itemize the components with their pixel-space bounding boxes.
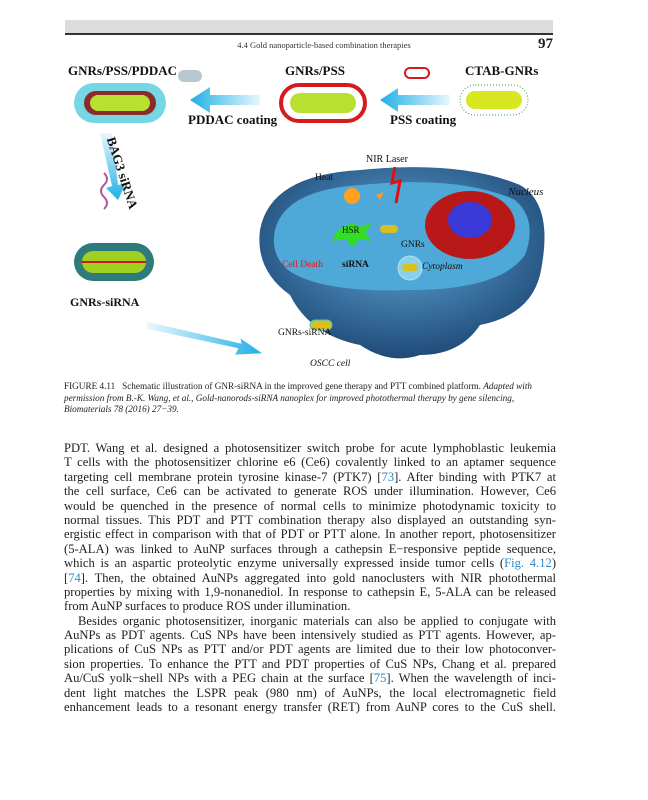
nucleus	[448, 202, 492, 238]
label-cytoplasm: Cytoplasm	[422, 262, 463, 272]
arrow-down-icon	[100, 133, 126, 200]
text-line: targeting cell membrane protein tyrosine…	[64, 470, 556, 484]
caption-text: Schematic illustration of GNR-siRNA in t…	[122, 381, 481, 391]
text-segment: Au/CuS yolk−shell NPs with a PEG chain a…	[64, 671, 374, 686]
caption-credit: Adapted with permission from B.-K. Wang,…	[64, 381, 532, 414]
label-pddac-coating: PDDAC coating	[188, 112, 278, 127]
text-segment: ]. Then, the obtained AuNPs aggregated i…	[80, 570, 556, 585]
figure-caption: FIGURE 4.11 Schematic illustration of GN…	[64, 381, 556, 416]
text-line: PDT. Wang et al. designed a photosensiti…	[64, 441, 556, 455]
text-segment: ]. When the wavelength of inci-	[386, 671, 557, 686]
figure-4-11: GNRs/PSS/PDDAC GNRs/PSS CTAB-GNRs PDDAC …	[60, 55, 560, 375]
label-ctab-gnrs: CTAB-GNRs	[465, 63, 539, 78]
text-line: ergistic effect in comparison with that …	[64, 527, 556, 541]
text-line: AuNPs as PDT agents. CuS NPs have been i…	[64, 628, 556, 642]
arrow-left-icon	[380, 88, 450, 112]
gnrs-sirna-rod	[74, 243, 154, 281]
label-cell-death: Cell Death	[282, 260, 323, 270]
laser-bolt-icon	[390, 166, 402, 204]
text-segment: ]. After binding with PTK7 at	[394, 469, 556, 484]
gnrs-pss-pddac-rod	[74, 83, 166, 123]
text-segment: dent light matches the LSPR peak (980 nm…	[64, 685, 556, 700]
body-text: PDT. Wang et al. designed a photosensiti…	[64, 441, 556, 714]
figure-illustration	[74, 67, 545, 359]
label-gnrs-pss: GNRs/PSS	[285, 63, 345, 78]
citation-link[interactable]: 74	[68, 570, 81, 585]
text-line: from AuNP surfaces to produce ROS under …	[64, 599, 556, 613]
text-segment: targeting cell membrane protein tyrosine…	[64, 469, 382, 484]
heat-flame-icon	[344, 188, 360, 204]
text-segment: properties by mixing with 1,9-nonanediol…	[64, 584, 556, 599]
label-gnrs-pss-pddac: GNRs/PSS/PDDAC	[68, 63, 178, 78]
text-line: normal tissues. This PDT and PTT combina…	[64, 513, 556, 527]
text-line: sion properties. To enhance the PTT and …	[64, 657, 556, 671]
running-title: 4.4 Gold nanoparticle-based combination …	[237, 40, 411, 50]
text-segment: plications of CuS NPs as PTT and/or PDT …	[64, 642, 556, 657]
oscc-cell	[259, 166, 545, 359]
label-gnrs: GNRs	[401, 240, 425, 250]
text-segment: PDT. Wang et al. designed a photosensiti…	[64, 441, 556, 455]
text-line: (5-ALA) was linked to AuNP surfaces thro…	[64, 542, 556, 556]
pss-polymer-icon	[404, 67, 430, 79]
text-segment: Besides organic photosensitizer, inorgan…	[78, 613, 556, 628]
label-gnrs-sirna: GNRs-siRNA	[70, 295, 140, 309]
text-line: [74]. Then, the obtained AuNPs aggregate…	[64, 571, 556, 585]
label-gnrs-sirna-cell: GNRs-siRNA	[278, 328, 332, 338]
text-segment: normal tissues. This PDT and PTT combina…	[64, 512, 556, 527]
text-segment: from AuNP surfaces to produce ROS under …	[64, 599, 351, 614]
text-line: Au/CuS yolk−shell NPs with a PEG chain a…	[64, 671, 556, 685]
fire-icon	[376, 192, 384, 200]
label-heat: Heat	[315, 173, 333, 183]
text-line: properties by mixing with 1,9-nonanediol…	[64, 585, 556, 599]
text-segment: would be quenched in the presence of nor…	[64, 498, 556, 513]
text-line: would be quenched in the presence of nor…	[64, 499, 556, 513]
text-line: plications of CuS NPs as PTT and/or PDT …	[64, 642, 556, 656]
arrow-left-icon	[190, 87, 260, 113]
hsr-burst	[332, 223, 372, 247]
text-segment: enhancement leads to a resonant energy t…	[64, 700, 556, 715]
text-segment: which is an aspartic proteolytic enzyme …	[64, 556, 505, 571]
caption-label: FIGURE 4.11	[64, 381, 116, 391]
text-line: T cells with the photosensitizer chlorin…	[64, 455, 556, 469]
label-nucleus: Nucleus	[508, 186, 544, 198]
text-line: which is an aspartic proteolytic enzyme …	[64, 556, 556, 570]
text-segment: )	[551, 556, 557, 571]
label-sirna: siRNA	[342, 260, 369, 270]
page-header-bar	[65, 20, 553, 35]
pddac-polymer-icon	[178, 70, 202, 82]
sirna-strand-icon	[100, 172, 108, 210]
label-pss-coating: PSS coating	[390, 112, 457, 127]
text-line: enhancement leads to a resonant energy t…	[64, 700, 556, 714]
text-line: Besides organic photosensitizer, inorgan…	[64, 614, 556, 628]
text-segment: sion properties. To enhance the PTT and …	[64, 656, 556, 671]
text-segment: AuNPs as PDT agents. CuS NPs have been i…	[64, 628, 556, 643]
label-hsr: HSR	[342, 225, 360, 235]
figure-link[interactable]: Fig. 4.12	[504, 556, 552, 571]
arrow-right-icon	[146, 321, 262, 355]
citation-link[interactable]: 75	[373, 671, 387, 686]
label-nir-laser: NIR Laser	[366, 154, 408, 165]
page-number: 97	[538, 36, 553, 52]
text-line: dent light matches the LSPR peak (980 nm…	[64, 686, 556, 700]
text-segment: the cell surface, Ce6 can be activated t…	[64, 484, 556, 499]
label-oscc-cell: OSCC cell	[310, 359, 351, 369]
ctab-gnrs-rod	[459, 84, 529, 116]
citation-link[interactable]: 73	[381, 469, 395, 484]
text-segment: ergistic effect in comparison with that …	[64, 527, 556, 542]
gnr-particle	[380, 225, 398, 233]
text-segment: [	[64, 570, 69, 585]
text-segment: T cells with the photosensitizer chlorin…	[64, 455, 556, 470]
gnrs-pss-rod	[279, 83, 367, 123]
text-line: the cell surface, Ce6 can be activated t…	[64, 484, 556, 498]
text-segment: (5-ALA) was linked to AuNP surfaces thro…	[64, 541, 556, 556]
